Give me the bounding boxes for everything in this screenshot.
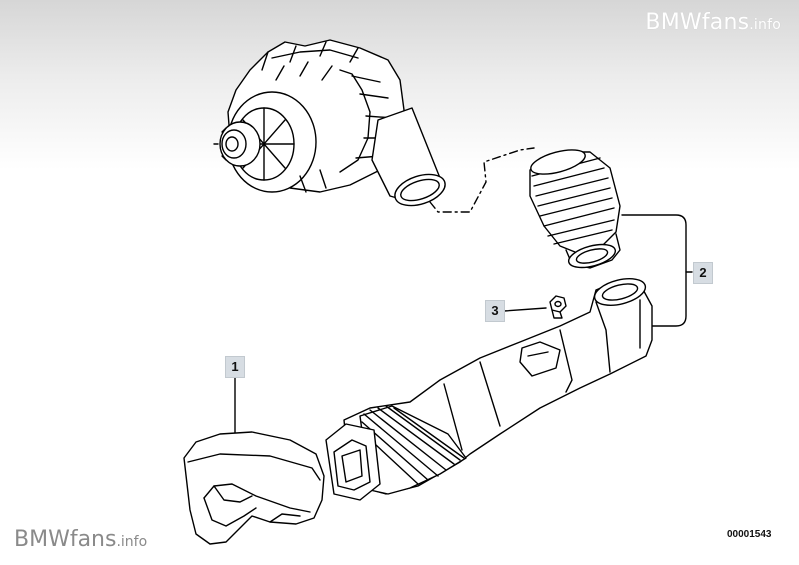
callout-label-1[interactable]: 1 — [225, 356, 245, 378]
drawing-number: 00001543 — [727, 529, 772, 540]
connection-line — [429, 147, 535, 213]
nut-drawing — [549, 295, 567, 319]
watermark-logo-bottom: BMWfans.info — [14, 527, 148, 552]
callout-label-2[interactable]: 2 — [693, 262, 713, 284]
bellows-hose-drawing — [529, 149, 621, 269]
cover-drawing — [183, 431, 325, 545]
callout-label-3[interactable]: 3 — [485, 300, 505, 322]
leader-line-3 — [503, 307, 547, 312]
callout-bracket-2 — [621, 214, 687, 327]
watermark-logo-top: BMWfans.info — [645, 10, 781, 35]
air-duct-drawing — [325, 278, 653, 501]
alternator-drawing — [213, 39, 446, 207]
